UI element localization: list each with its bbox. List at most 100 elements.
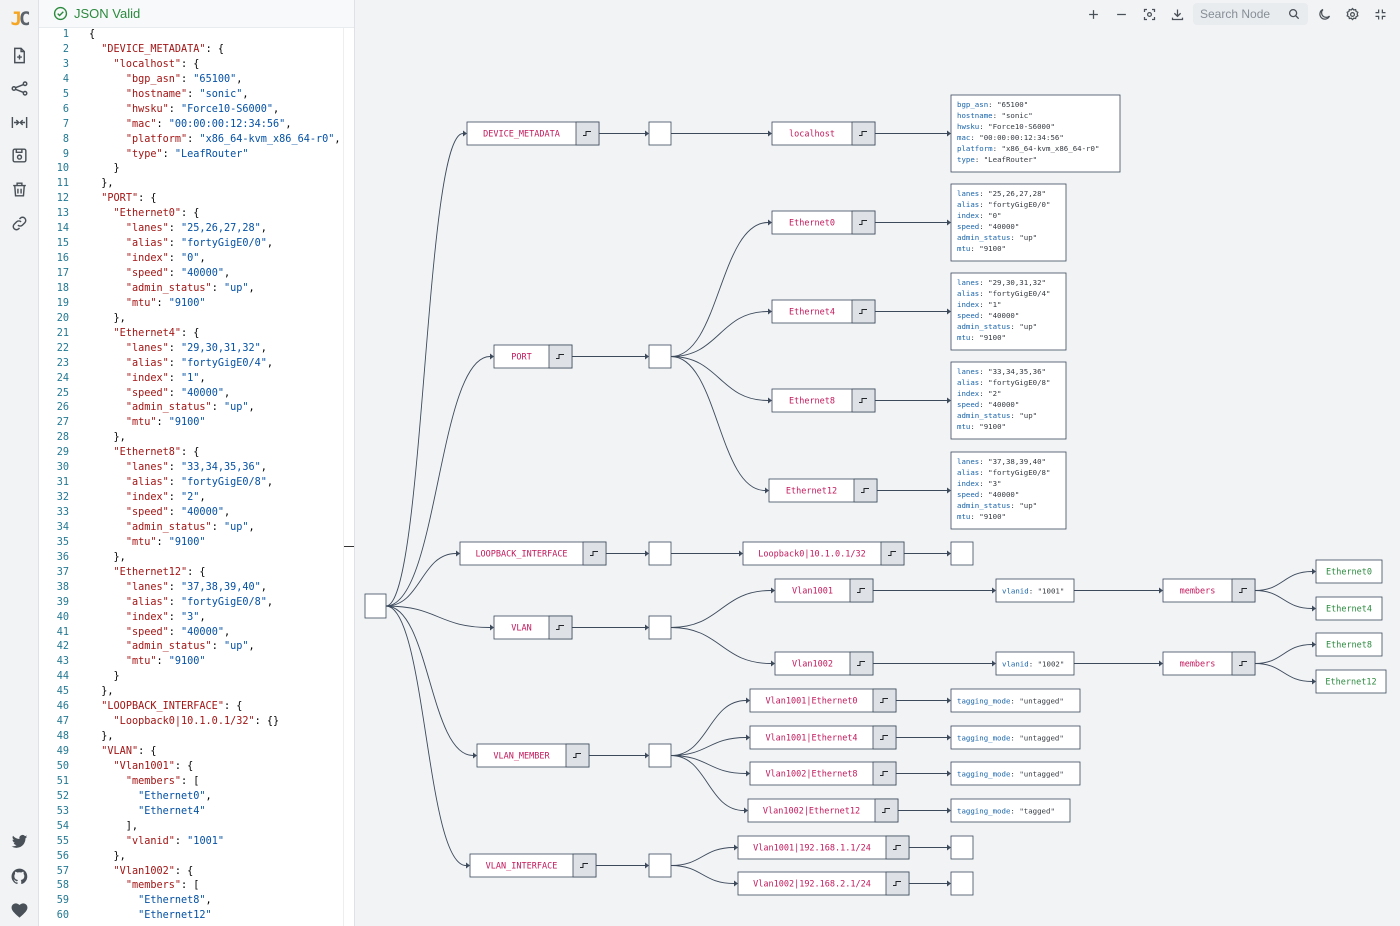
code-line[interactable]: 55 "vlanid": "1001" xyxy=(39,835,344,850)
code-line[interactable]: 28 }, xyxy=(39,431,344,446)
empty-node[interactable] xyxy=(648,615,672,640)
code-line[interactable]: 30 "lanes": "33,34,35,36", xyxy=(39,461,344,476)
link-icon[interactable] xyxy=(6,210,32,236)
search-node-input[interactable] xyxy=(1193,3,1308,25)
code-line[interactable]: 9 "type": "LeafRouter" xyxy=(39,148,344,163)
value-node[interactable]: Ethernet0 xyxy=(1315,559,1383,584)
code-line[interactable]: 2 "DEVICE_METADATA": { xyxy=(39,43,344,58)
code-line[interactable]: 10 } xyxy=(39,162,344,177)
code-line[interactable]: 26 "admin_status": "up", xyxy=(39,401,344,416)
code-line[interactable]: 39 "alias": "fortyGigE0/8", xyxy=(39,596,344,611)
code-line[interactable]: 15 "alias": "fortyGigE0/0", xyxy=(39,237,344,252)
empty-node[interactable] xyxy=(950,835,974,860)
graph-icon[interactable] xyxy=(6,75,32,101)
code-line[interactable]: 41 "speed": "40000", xyxy=(39,626,344,641)
code-line[interactable]: 49 "VLAN": { xyxy=(39,745,344,760)
empty-node[interactable] xyxy=(364,593,387,619)
properties-node[interactable]: tagging_mode: "tagged" xyxy=(950,798,1071,823)
code-line[interactable]: 29 "Ethernet8": { xyxy=(39,446,344,461)
collapse-icon[interactable] xyxy=(1239,588,1247,593)
code-line[interactable]: 11 }, xyxy=(39,177,344,192)
focus-icon[interactable] xyxy=(1138,4,1160,24)
object-node[interactable]: Vlan1001|Ethernet4 xyxy=(749,725,897,750)
object-node[interactable]: Vlan1002 xyxy=(774,651,874,676)
code-line[interactable]: 44 } xyxy=(39,670,344,685)
code-line[interactable]: 45 }, xyxy=(39,685,344,700)
code-line[interactable]: 21 "Ethernet4": { xyxy=(39,327,344,342)
code-line[interactable]: 50 "Vlan1001": { xyxy=(39,760,344,775)
object-node[interactable]: Ethernet12 xyxy=(768,478,878,503)
collapse-icon[interactable] xyxy=(859,309,867,314)
code-line[interactable]: 34 "admin_status": "up", xyxy=(39,521,344,536)
object-node[interactable]: Vlan1001|Ethernet0 xyxy=(749,688,897,713)
code-line[interactable]: 6 "hwsku": "Force10-S6000", xyxy=(39,103,344,118)
search-icon[interactable] xyxy=(1287,7,1301,21)
value-node[interactable]: Ethernet8 xyxy=(1315,632,1383,657)
collapse-icon[interactable] xyxy=(859,131,867,136)
code-line[interactable]: 24 "index": "1", xyxy=(39,372,344,387)
twitter-icon[interactable] xyxy=(6,828,32,854)
properties-node[interactable]: tagging_mode: "untagged" xyxy=(950,761,1081,786)
code-line[interactable]: 1{ xyxy=(39,28,344,43)
object-node[interactable]: Ethernet4 xyxy=(771,299,876,324)
collapse-icon[interactable] xyxy=(893,845,901,850)
github-icon[interactable] xyxy=(6,863,32,889)
empty-node[interactable] xyxy=(950,541,974,566)
collapse-icon[interactable] xyxy=(580,863,588,868)
object-node[interactable]: VLAN xyxy=(493,615,573,640)
collapse-icon[interactable] xyxy=(882,808,890,813)
empty-node[interactable] xyxy=(648,541,672,566)
collapse-icon[interactable] xyxy=(590,551,598,556)
code-line[interactable]: 3 "localhost": { xyxy=(39,58,344,73)
properties-node[interactable]: lanes: "33,34,35,36"alias: "fortyGigE0/8… xyxy=(950,361,1067,440)
code-line[interactable]: 18 "admin_status": "up", xyxy=(39,282,344,297)
collapse-icon[interactable] xyxy=(583,131,591,136)
code-line[interactable]: 37 "Ethernet12": { xyxy=(39,566,344,581)
object-node[interactable]: Ethernet0 xyxy=(771,210,876,235)
code-line[interactable]: 60 "Ethernet12" xyxy=(39,909,344,924)
properties-node[interactable]: tagging_mode: "untagged" xyxy=(950,725,1081,750)
code-line[interactable]: 52 "Ethernet0", xyxy=(39,790,344,805)
save-icon[interactable] xyxy=(6,142,32,168)
code-line[interactable]: 25 "speed": "40000", xyxy=(39,387,344,402)
collapse-icon[interactable] xyxy=(573,753,581,758)
collapse-icon[interactable] xyxy=(880,771,888,776)
editor-scrollbar[interactable] xyxy=(343,28,354,926)
object-node[interactable]: VLAN_INTERFACE xyxy=(469,853,597,878)
code-line[interactable]: 14 "lanes": "25,26,27,28", xyxy=(39,222,344,237)
object-node[interactable]: Vlan1001|192.168.1.1/24 xyxy=(737,835,910,860)
code-line[interactable]: 8 "platform": "x86_64-kvm_x86_64-r0", xyxy=(39,133,344,148)
new-file-icon[interactable] xyxy=(6,42,32,68)
properties-node[interactable]: tagging_mode: "untagged" xyxy=(950,688,1081,713)
zoom-in-icon[interactable] xyxy=(1082,4,1104,24)
empty-node[interactable] xyxy=(648,121,672,146)
code-line[interactable]: 40 "index": "3", xyxy=(39,611,344,626)
delete-icon[interactable] xyxy=(6,176,32,202)
properties-node[interactable]: vlanid: "1002" xyxy=(995,651,1075,676)
collapse-icon[interactable] xyxy=(556,354,564,359)
object-node[interactable]: Vlan1002|Ethernet8 xyxy=(749,761,897,786)
code-line[interactable]: 4 "bgp_asn": "65100", xyxy=(39,73,344,88)
code-area[interactable]: 1{2 "DEVICE_METADATA": {3 "localhost": {… xyxy=(39,28,344,926)
settings-icon[interactable] xyxy=(1341,4,1363,24)
object-node[interactable]: Vlan1001 xyxy=(774,578,874,603)
object-node[interactable]: Vlan1002|192.168.2.1/24 xyxy=(737,871,910,896)
properties-node[interactable]: bgp_asn: "65100"hostname: "sonic"hwsku: … xyxy=(950,94,1121,173)
download-icon[interactable] xyxy=(1166,4,1188,24)
collapse-icon[interactable] xyxy=(1239,661,1247,666)
code-line[interactable]: 57 "Vlan1002": { xyxy=(39,865,344,880)
properties-node[interactable]: vlanid: "1001" xyxy=(995,578,1075,603)
collapse-icon[interactable] xyxy=(893,881,901,886)
collapse-icon[interactable] xyxy=(859,220,867,225)
code-line[interactable]: 38 "lanes": "37,38,39,40", xyxy=(39,581,344,596)
code-line[interactable]: 33 "speed": "40000", xyxy=(39,506,344,521)
code-line[interactable]: 53 "Ethernet4" xyxy=(39,805,344,820)
collapse-icon[interactable] xyxy=(880,735,888,740)
code-line[interactable]: 56 }, xyxy=(39,850,344,865)
object-node[interactable]: LOOPBACK_INTERFACE xyxy=(459,541,607,566)
code-line[interactable]: 5 "hostname": "sonic", xyxy=(39,88,344,103)
value-node[interactable]: Ethernet12 xyxy=(1315,669,1387,694)
code-line[interactable]: 23 "alias": "fortyGigE0/4", xyxy=(39,357,344,372)
